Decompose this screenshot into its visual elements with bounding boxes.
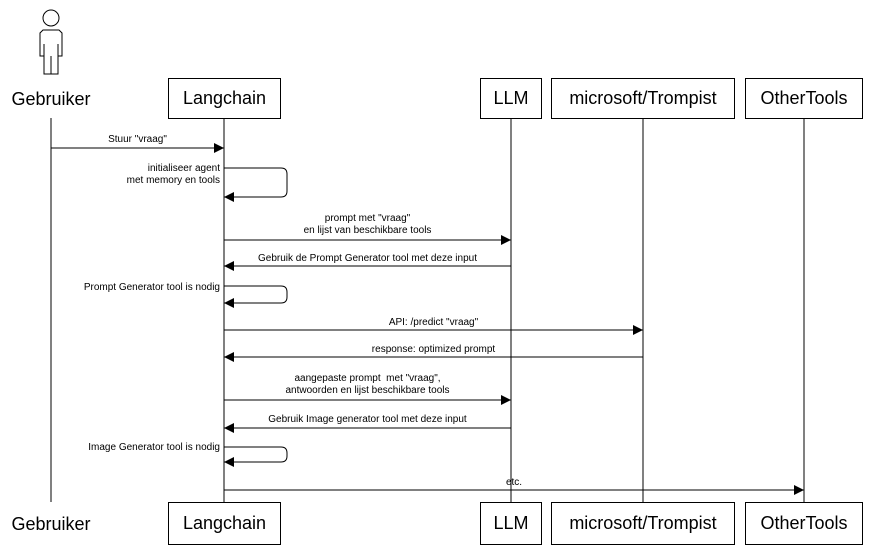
message-label: etc.	[505, 477, 523, 488]
message-label: Gebruik de Prompt Generator tool met dez…	[257, 253, 477, 264]
message-label: Stuur "vraag"	[108, 134, 167, 145]
person-icon	[39, 9, 63, 75]
message-label: aangepaste prompt met "vraag", antwoorde…	[285, 373, 450, 396]
message-label: Image Generator tool is nodig	[88, 442, 220, 453]
message-label: API: /predict "vraag"	[388, 317, 479, 328]
message-label: prompt met "vraag" en lijst van beschikb…	[303, 213, 432, 236]
participant-langchain-top: Langchain	[168, 78, 281, 119]
message-label: Gebruik Image generator tool met deze in…	[268, 414, 467, 425]
participant-gebruiker-top: Gebruiker	[11, 89, 91, 109]
message-label: response: optimized prompt	[371, 344, 496, 355]
self-loop-initialiseer	[224, 167, 288, 202]
participant-llm-bottom: LLM	[480, 502, 542, 545]
message-label: Prompt Generator tool is nodig	[83, 282, 220, 293]
participant-othertools-top: OtherTools	[745, 78, 863, 119]
self-loop-image-generator	[224, 446, 288, 467]
message-label: initialiseer agent met memory en tools	[126, 163, 220, 186]
self-loop-prompt-generator	[224, 285, 288, 308]
participant-trompist-top: microsoft/Trompist	[551, 78, 735, 119]
participant-othertools-bottom: OtherTools	[745, 502, 863, 545]
participant-gebruiker-bottom: Gebruiker	[11, 514, 91, 534]
participant-langchain-bottom: Langchain	[168, 502, 281, 545]
participant-trompist-bottom: microsoft/Trompist	[551, 502, 735, 545]
participant-llm-top: LLM	[480, 78, 542, 119]
